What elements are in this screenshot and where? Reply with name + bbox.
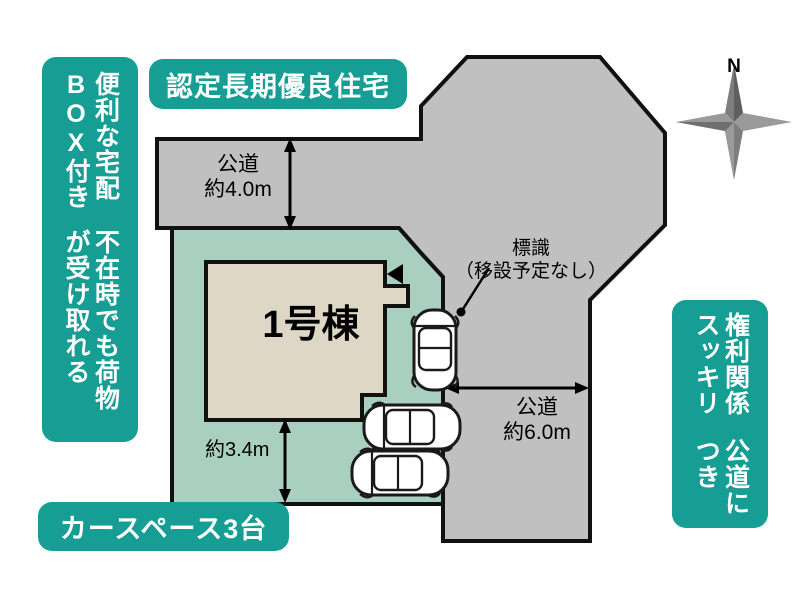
house-footprint [204, 260, 410, 422]
badge-certified-housing[interactable]: 認定長期優良住宅 [149, 59, 407, 109]
dimension-road-top [284, 138, 296, 230]
badge-car-space-text: カースペース3台 [59, 514, 268, 544]
badge-delivery-box-line2: 便利な宅配BOX付き [62, 71, 120, 210]
badge-delivery-box-line1: 不在時でも荷物が受け取れる [62, 229, 120, 412]
badge-car-space[interactable]: カースペース3台 [38, 502, 289, 551]
badge-public-road-rights-line2: 権利関係スッキリ [692, 312, 750, 416]
badge-delivery-box-text: 便利な宅配BOX付き 不在時でも荷物が受け取れる [61, 71, 120, 428]
dimension-lot-depth [279, 419, 291, 503]
compass-rose-icon [676, 64, 792, 180]
badge-public-road-rights-line1: 公道につき [692, 437, 750, 516]
car-icon-2 [362, 401, 462, 453]
badge-public-road-rights[interactable]: 権利関係スッキリ 公道につき [672, 300, 768, 528]
badge-public-road-rights-text: 権利関係スッキリ 公道につき [691, 312, 750, 516]
entrance-triangle-icon [387, 264, 403, 284]
sign-leader [456, 267, 491, 317]
badge-delivery-box[interactable]: 便利な宅配BOX付き 不在時でも荷物が受け取れる [42, 57, 138, 442]
car-icon-3 [350, 447, 450, 499]
car-icon-1 [410, 308, 460, 392]
badge-certified-housing-text: 認定長期優良住宅 [166, 71, 390, 102]
